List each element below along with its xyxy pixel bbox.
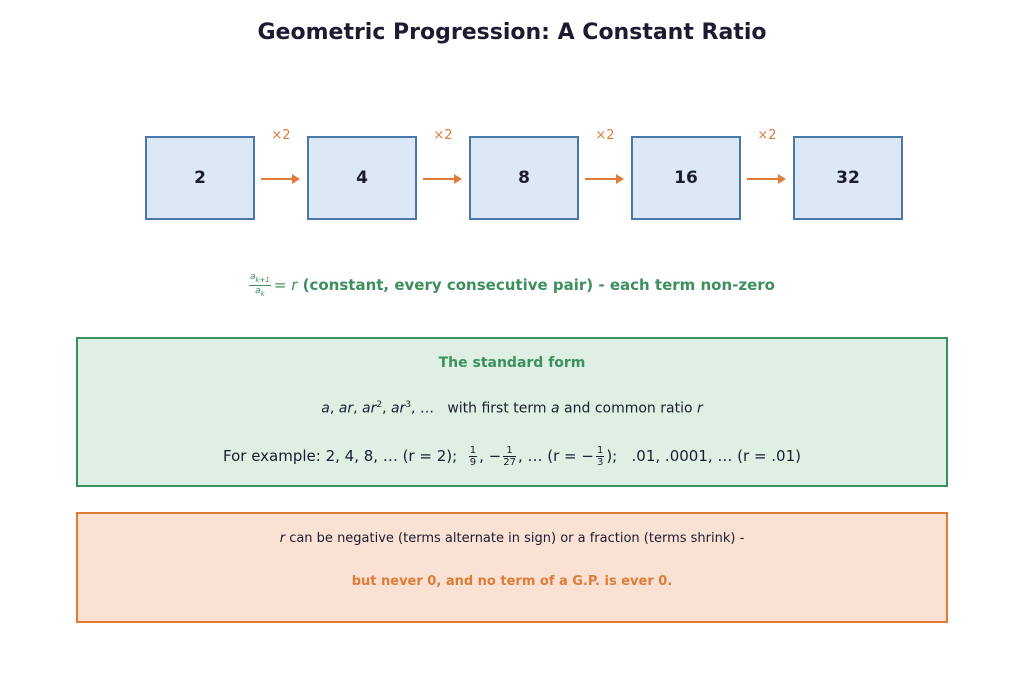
frac1-den: 9 (469, 457, 477, 468)
frac2-den: 27 (503, 457, 516, 468)
multiplier-label: ×2 (595, 128, 615, 143)
ratio-fraction: ak+1 ak (248, 272, 271, 299)
term-value: 8 (518, 168, 530, 188)
example-prefix: For example: (222, 447, 326, 465)
arrow-head (778, 174, 786, 184)
multiplier-label: ×2 (271, 128, 291, 143)
and-common-ratio-text: and common ratio (564, 400, 693, 417)
seq-sep-2: , (353, 400, 362, 417)
ratio-equals: = (273, 275, 292, 294)
ratio-denominator: a (255, 285, 261, 296)
arrow-icon (747, 174, 786, 184)
seq-exp-2: 2 (376, 400, 383, 410)
frac3-den: 3 (596, 457, 604, 468)
frac3-num: 1 (595, 445, 605, 457)
arrow-icon (585, 174, 624, 184)
seq-ar3: ar (390, 400, 406, 417)
ratio-denominator-subscript: k (260, 289, 265, 298)
diagram-title: Geometric Progression: A Constant Ratio (257, 20, 767, 45)
note-r-var: r (279, 531, 286, 546)
example-3: .01, .0001, … (r = .01) (631, 447, 801, 465)
standard-form-heading: The standard form (438, 355, 586, 371)
term-value: 4 (356, 168, 368, 188)
first-term-var: a (550, 400, 560, 417)
frac2-num: 1 (503, 445, 516, 457)
standard-form-sequence: a, ar, ar2, ar3, … with first term a and… (78, 400, 946, 417)
ratio-numerator: a (249, 272, 256, 282)
example-1: 2, 4, 8, … (r = 2); (325, 447, 458, 465)
arrow-icon (261, 174, 300, 184)
seq-exp-3: 3 (405, 400, 412, 410)
example-2-end: ); (606, 447, 618, 465)
example-2-mid: , − (479, 447, 502, 465)
ratio-rule-text: (constant, every consecutive pair) - eac… (297, 275, 775, 294)
seq-sep-3: , (382, 400, 391, 417)
common-ratio-var: r (696, 400, 703, 417)
ratio-r: r (291, 275, 298, 294)
standard-form-panel: The standard form a, ar, ar2, ar3, … wit… (76, 337, 948, 487)
seq-ar2: ar (361, 400, 377, 417)
term-box-3: 8 (469, 136, 579, 220)
term-value: 2 (194, 168, 206, 188)
arrow-icon (423, 174, 462, 184)
with-first-term-text: with first term (447, 400, 547, 417)
arrow-head (616, 174, 624, 184)
seq-ar: ar (338, 400, 354, 417)
term-box-5: 32 (793, 136, 903, 220)
note-line-2: but never 0, and no term of a G.P. is ev… (351, 574, 673, 589)
note-panel: r can be negative (terms alternate in si… (76, 512, 948, 623)
arrow-head (454, 174, 462, 184)
multiplier-label: ×2 (433, 128, 453, 143)
example-2-tail: , … (r = − (517, 447, 594, 465)
ratio-numerator-subscript: k+1 (255, 275, 270, 284)
term-box-1: 2 (145, 136, 255, 220)
multiplier-label: ×2 (757, 128, 777, 143)
term-value: 32 (836, 168, 860, 188)
seq-sep-1: , (329, 400, 339, 417)
term-value: 16 (674, 168, 698, 188)
seq-ellipsis: , … (411, 400, 434, 417)
term-box-4: 16 (631, 136, 741, 220)
term-box-2: 4 (307, 136, 417, 220)
arrow-head (292, 174, 300, 184)
note-line-1-text: can be negative (terms alternate in sign… (285, 531, 745, 546)
seq-a: a (321, 400, 330, 417)
ratio-rule: ak+1 ak = r (constant, every consecutive… (0, 272, 1024, 299)
note-line-1: r can be negative (terms alternate in si… (78, 531, 946, 546)
frac1-num: 1 (468, 445, 478, 457)
